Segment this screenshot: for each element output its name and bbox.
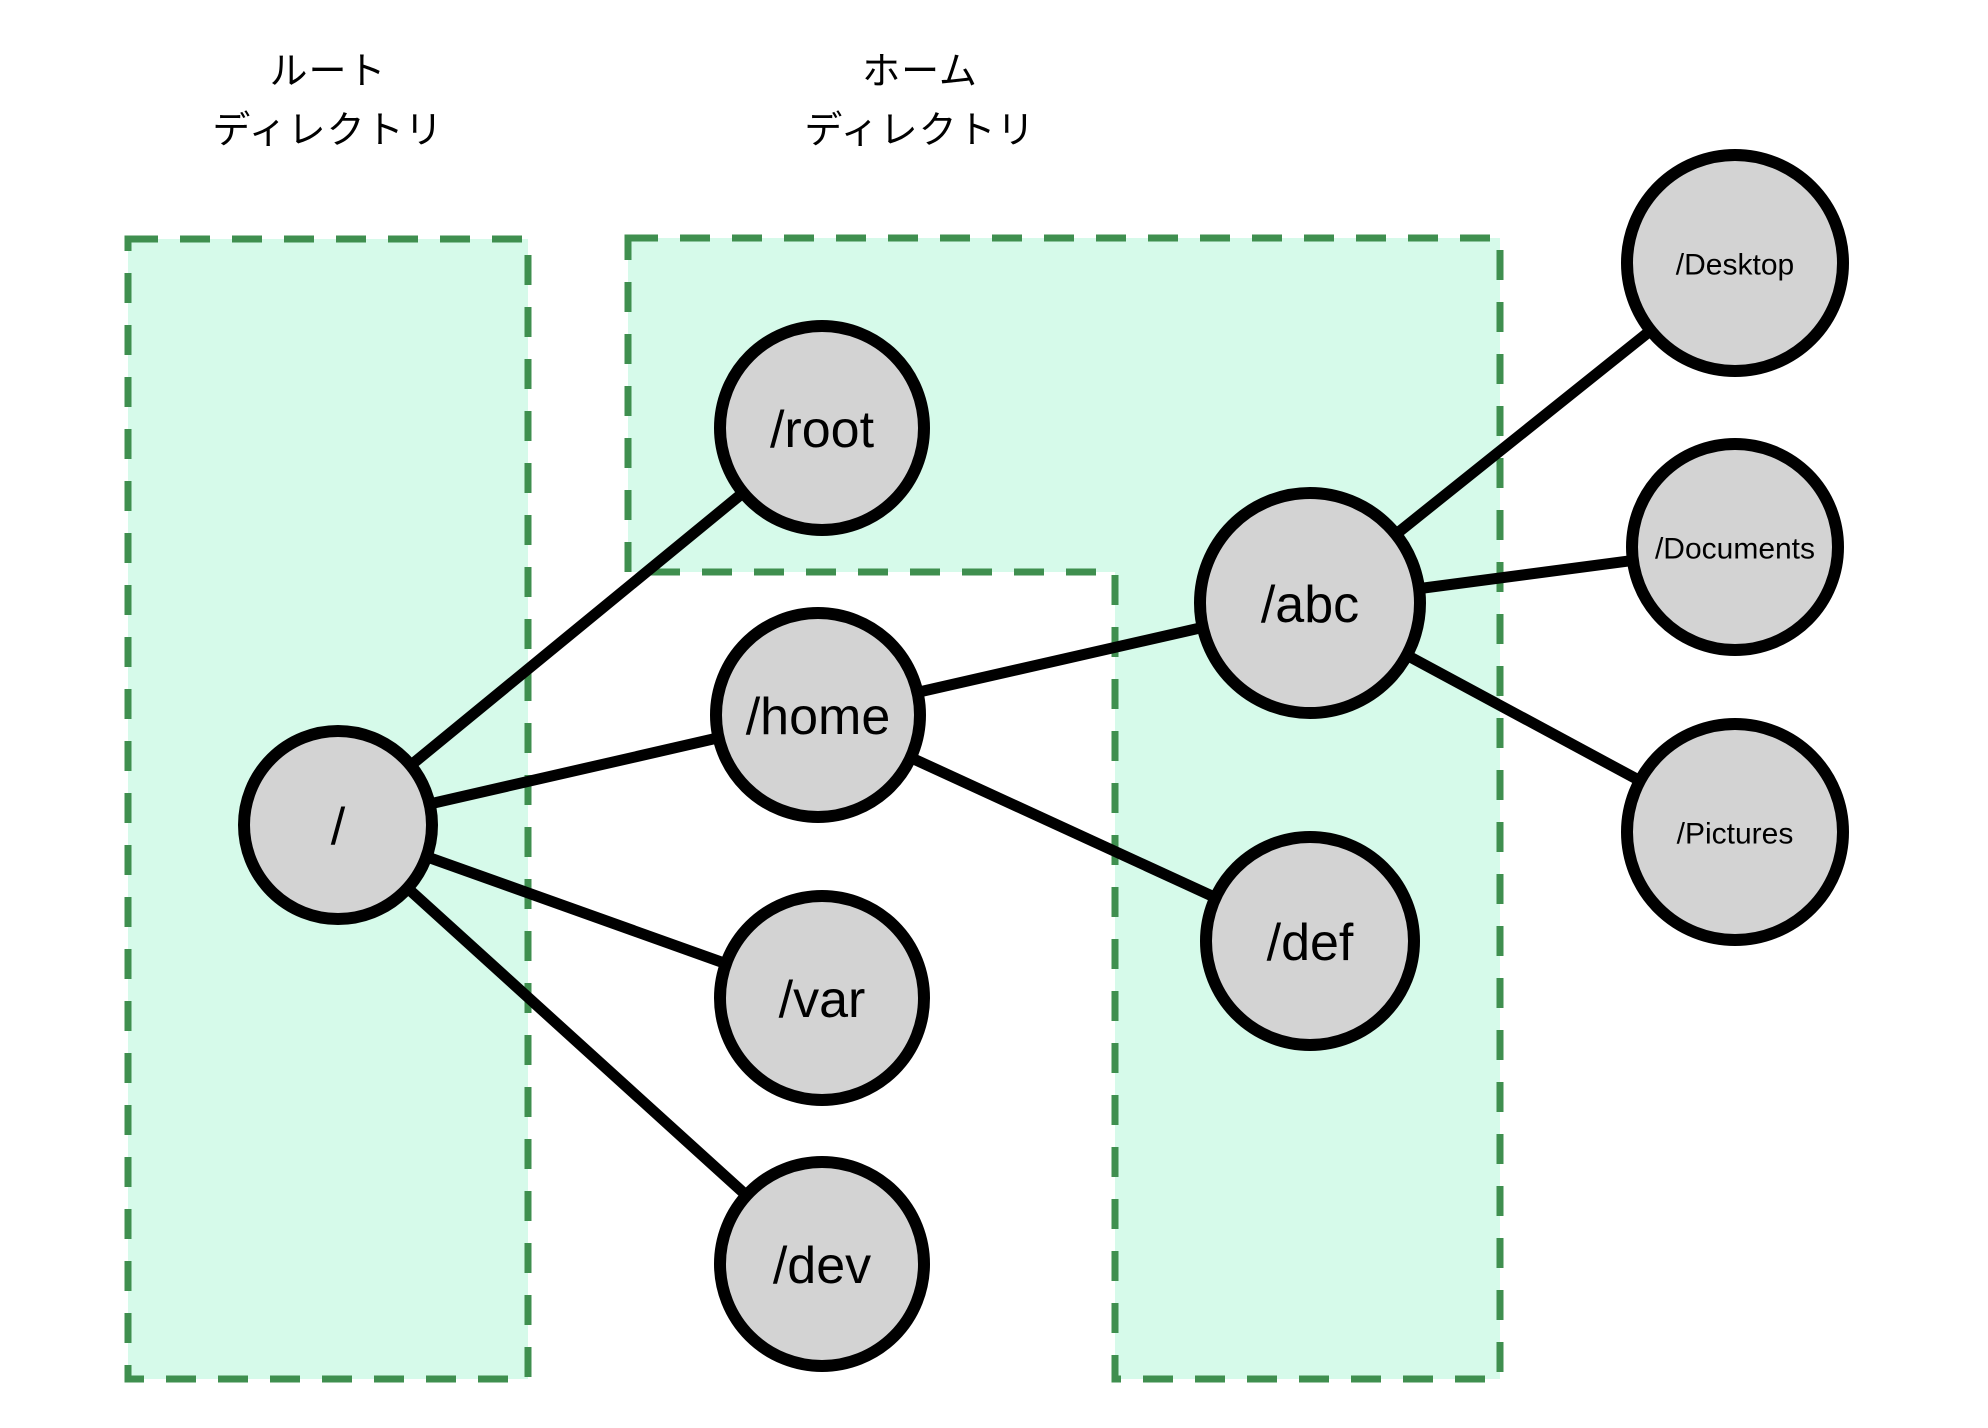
node-root[interactable]: / — [238, 725, 438, 925]
node-home-label: /home — [746, 688, 891, 746]
node-pictures[interactable]: /Pictures — [1621, 718, 1849, 946]
edges-layer — [403, 326, 1655, 1200]
node-root-home[interactable]: /root — [714, 320, 930, 536]
edge-root-to-root-home — [407, 488, 747, 770]
node-pictures-label: /Pictures — [1677, 818, 1794, 851]
node-desktop-circle[interactable] — [1621, 149, 1849, 377]
node-var-circle[interactable] — [714, 890, 930, 1106]
home-directory-region-label: ホームディレクトリ — [690, 42, 1150, 160]
node-dev-circle[interactable] — [714, 1156, 930, 1372]
edge-abc-to-documents — [1418, 555, 1634, 595]
edge-home-to-def — [908, 752, 1218, 903]
node-def-circle[interactable] — [1200, 831, 1420, 1051]
node-root-circle[interactable] — [238, 725, 438, 925]
node-documents-circle[interactable] — [1626, 438, 1844, 656]
root-directory-region-label-line2: ディレクトリ — [212, 107, 444, 152]
node-documents[interactable]: /Documents — [1626, 438, 1844, 656]
node-desktop-label: /Desktop — [1676, 249, 1794, 282]
edge-abc-to-desktop — [1392, 326, 1655, 539]
edge-home-to-abc — [916, 622, 1204, 698]
node-abc-circle[interactable] — [1194, 487, 1426, 719]
edge-root-to-var — [424, 851, 728, 969]
root-directory-region-label-line1: ルート — [269, 49, 387, 93]
home-directory-region-label-line1: ホーム — [862, 49, 978, 93]
node-dev[interactable]: /dev — [714, 1156, 930, 1372]
node-def[interactable]: /def — [1200, 831, 1420, 1051]
node-abc[interactable]: /abc — [1194, 487, 1426, 719]
node-documents-label: /Documents — [1655, 533, 1815, 566]
node-home[interactable]: /home — [710, 607, 926, 823]
node-root-home-label: /root — [770, 401, 875, 459]
node-var[interactable]: /var — [714, 890, 930, 1106]
node-abc-label: /abc — [1261, 576, 1359, 634]
edge-root-to-dev — [403, 884, 751, 1200]
node-root-label: / — [331, 798, 346, 856]
root-directory-region-label: ルートディレクトリ — [128, 42, 528, 160]
node-desktop[interactable]: /Desktop — [1621, 149, 1849, 377]
node-def-label: /def — [1267, 914, 1354, 972]
edge-abc-to-pictures — [1404, 650, 1643, 786]
node-dev-label: /dev — [773, 1237, 871, 1295]
home-directory-region-label-line2: ディレクトリ — [804, 107, 1036, 152]
nodes-layer: / /root/home/var/dev/abc/def/Desktop/Docu… — [238, 149, 1849, 1372]
node-pictures-circle[interactable] — [1621, 718, 1849, 946]
node-root-home-circle[interactable] — [714, 320, 930, 536]
node-home-circle[interactable] — [710, 607, 926, 823]
edge-root-to-home — [428, 732, 720, 810]
node-var-label: /var — [779, 971, 866, 1029]
